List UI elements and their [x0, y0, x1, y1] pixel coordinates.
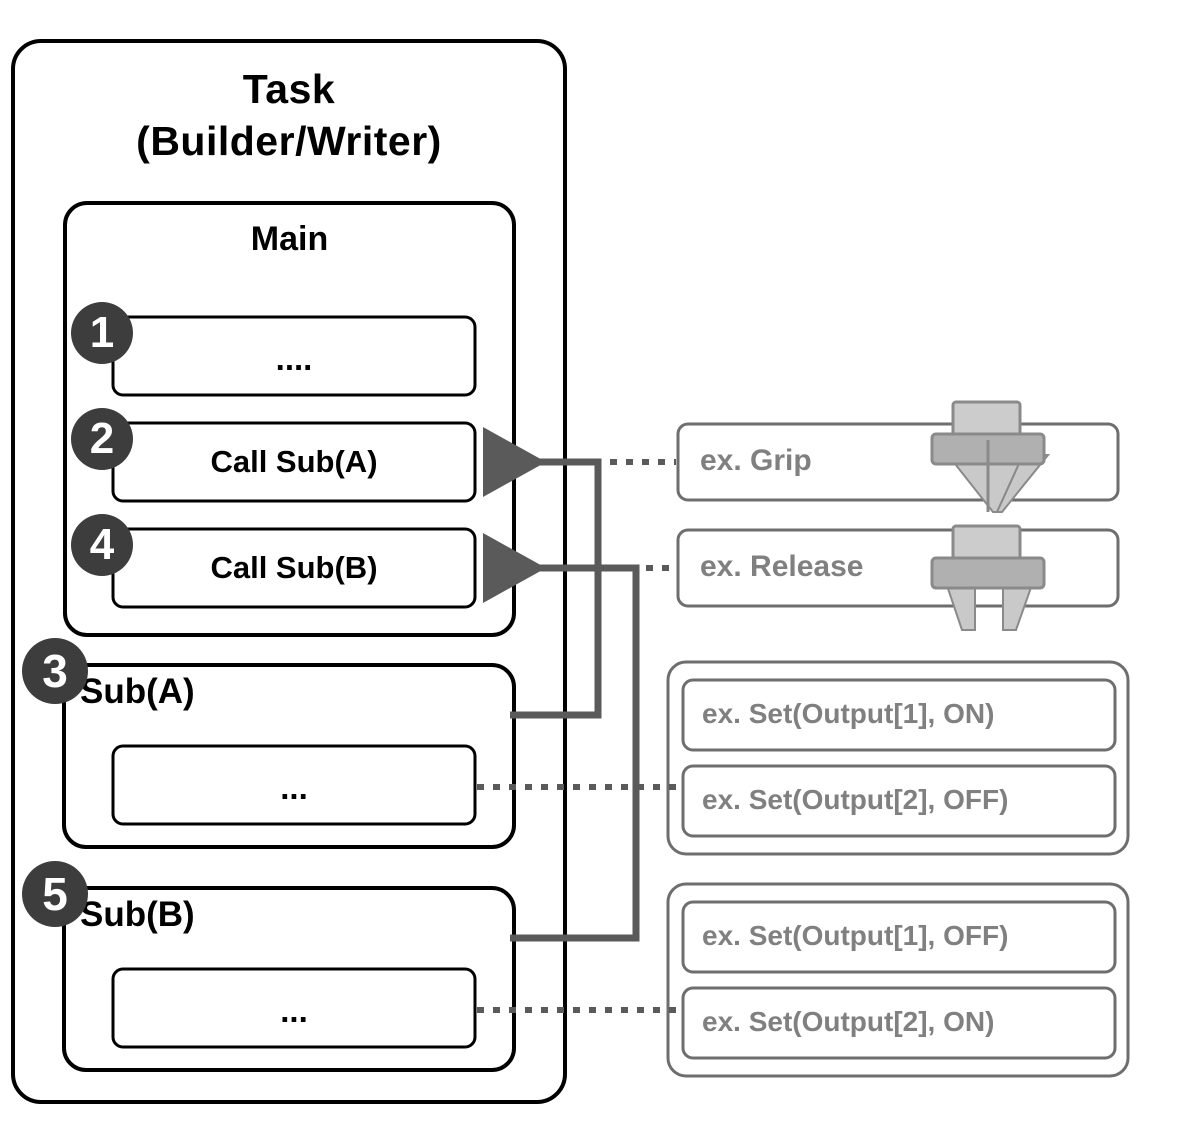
- example-group-a-item-0: [681, 678, 1117, 752]
- example-group-b-label-0: ex. Set(Output[1], OFF): [702, 920, 1009, 951]
- connector-sub-b-return: [483, 533, 640, 942]
- example-group-a: [666, 660, 1130, 856]
- example-group-b: [666, 882, 1130, 1078]
- sub-b-row-box: [111, 967, 477, 1049]
- example-group-a-label-0: ex. Set(Output[1], ON): [702, 698, 995, 729]
- example-group-b-label-1: ex. Set(Output[2], ON): [702, 1006, 995, 1037]
- sub-a-row-box: [111, 744, 477, 826]
- step-badge-1: 1: [71, 302, 133, 364]
- main-row-text-3: Call Sub(B): [210, 550, 378, 585]
- example-group-a-label-1: ex. Set(Output[2], OFF): [702, 784, 1009, 815]
- example-group-a-item-1: [681, 764, 1117, 838]
- example-group-b-item-0: [681, 900, 1117, 974]
- gripper-closed-icon: [930, 400, 1051, 513]
- step-badge-3: 3: [22, 638, 88, 704]
- step-badge-4: 4: [71, 514, 133, 576]
- example-release-label: ex. Release: [700, 550, 864, 583]
- gripper-open-icon: [930, 524, 1046, 631]
- page-title-line1: Task: [242, 66, 336, 112]
- sub-b-title: Sub(B): [80, 895, 195, 934]
- example-group-b-item-1: [681, 986, 1117, 1060]
- sub-b-container: [62, 886, 516, 1072]
- connector-sub-a-return: [483, 427, 602, 719]
- main-container: [63, 201, 516, 637]
- sub-a-title: Sub(A): [80, 672, 195, 711]
- sub-a-container: [62, 663, 516, 849]
- page-title-line2: (Builder/Writer): [136, 118, 442, 164]
- sub-a-row-text: ...: [280, 769, 308, 806]
- example-grip-label: ex. Grip: [700, 444, 812, 477]
- main-row-text-2: Call Sub(A): [210, 444, 378, 479]
- step-badge-2: 2: [71, 408, 133, 470]
- main-title: Main: [250, 220, 329, 258]
- sub-b-row-text: ...: [280, 992, 308, 1029]
- main-row-text-1: ....: [275, 340, 313, 377]
- step-badge-5: 5: [22, 861, 88, 927]
